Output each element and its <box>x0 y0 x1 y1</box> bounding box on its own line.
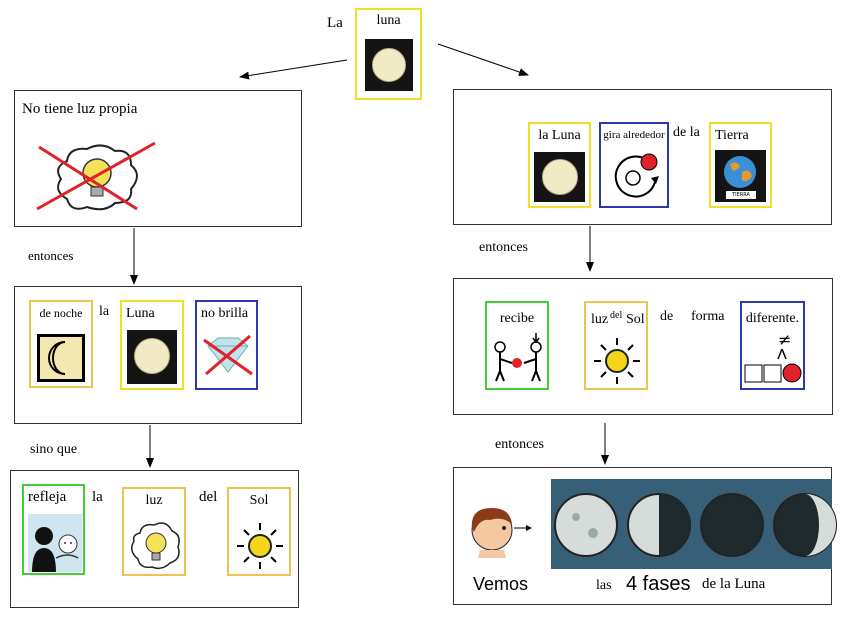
boy-looking-icon <box>471 508 532 558</box>
card-no-brilla: no brilla <box>195 300 258 390</box>
word-de: de <box>660 309 674 324</box>
card-label: gira alrededor <box>603 129 665 141</box>
right-connector-entonces-2: entonces <box>495 437 544 452</box>
word-vemos: Vemos <box>473 574 529 594</box>
left-box-de-noche: de noche la Luna no brilla <box>14 286 302 424</box>
moon-phases-strip <box>551 479 837 569</box>
card-label-del: del <box>610 310 623 321</box>
card-label: Luna <box>126 306 155 321</box>
left-connector-entonces: entonces <box>28 248 74 263</box>
word-la: la <box>99 304 110 319</box>
lightbulb-icon <box>131 522 180 570</box>
top-word-la: La <box>327 15 343 31</box>
word-de-la-luna: de la Luna <box>702 576 766 592</box>
box-text: No tiene luz propia <box>22 101 138 117</box>
left-connector-sino-que: sino que <box>30 442 78 457</box>
card-label-sol: Sol <box>626 312 645 327</box>
right-connector-entonces-1: entonces <box>479 240 528 255</box>
lightbulb-crossed-icon <box>36 141 156 211</box>
card-label: refleja <box>28 489 67 505</box>
moon-icon <box>134 338 170 374</box>
word-del: del <box>199 489 218 505</box>
card-luz: luz <box>122 487 186 576</box>
moon-icon <box>542 159 578 195</box>
card-label: luz <box>145 493 163 508</box>
card-luna: Luna <box>120 300 184 390</box>
card-gira-alrededor: gira alrededor <box>599 122 669 208</box>
card-diferente: diferente. ≠ <box>740 301 805 390</box>
people-exchange-icon <box>494 333 542 382</box>
right-box-gira-alrededor: la Luna gira alrededor de la Tierra TIER… <box>453 89 832 225</box>
svg-text:≠: ≠ <box>778 330 791 349</box>
card-la-luna: la Luna <box>528 122 591 208</box>
word-de-la: de la <box>673 125 700 140</box>
card-recibe: recibe <box>485 301 549 390</box>
card-luz-del-sol: luz del Sol <box>584 301 648 390</box>
word-4-fases: 4 fases <box>626 573 691 595</box>
card-tierra: Tierra TIERRA <box>709 122 772 208</box>
card-label: no brilla <box>201 306 249 321</box>
right-box-fases: Vemos las 4 fases de la Luna <box>453 467 837 605</box>
card-label-luz: luz <box>591 312 609 327</box>
reflect-person-icon <box>32 527 79 572</box>
diamond-icon <box>203 334 253 376</box>
card-label: de noche <box>39 306 83 320</box>
crescent-moon-icon <box>48 341 66 375</box>
orbit-icon <box>614 153 659 198</box>
word-la: la <box>92 489 103 505</box>
card-label: la Luna <box>538 128 581 143</box>
right-box-recibe-luz: recibe luz del Sol de forma diferente. <box>453 278 833 415</box>
card-label: recibe <box>499 311 535 326</box>
left-box-refleja: refleja la luz del Sol <box>10 470 299 608</box>
card-de-noche: de noche <box>29 300 93 388</box>
earth-icon <box>724 156 756 188</box>
left-box-no-luz-propia: No tiene luz propia <box>14 90 302 227</box>
card-refleja: refleja <box>22 484 85 575</box>
word-forma: forma <box>691 309 725 324</box>
card-sol: Sol <box>227 487 291 576</box>
earth-tag: TIERRA <box>726 191 756 199</box>
moon-phases-icon <box>554 493 837 557</box>
card-label: luna <box>376 13 401 28</box>
card-label: Tierra <box>715 128 749 143</box>
sun-icon <box>594 338 640 384</box>
word-las: las <box>596 578 612 593</box>
sun-icon <box>237 523 283 569</box>
card-label: Sol <box>249 493 269 508</box>
moon-icon <box>372 48 406 82</box>
arrow-top-left <box>239 59 348 80</box>
top-card-luna: luna <box>355 8 422 100</box>
card-label: diferente. <box>745 311 800 326</box>
arrow-top-right <box>437 43 529 76</box>
different-icon: ≠ <box>744 330 802 383</box>
